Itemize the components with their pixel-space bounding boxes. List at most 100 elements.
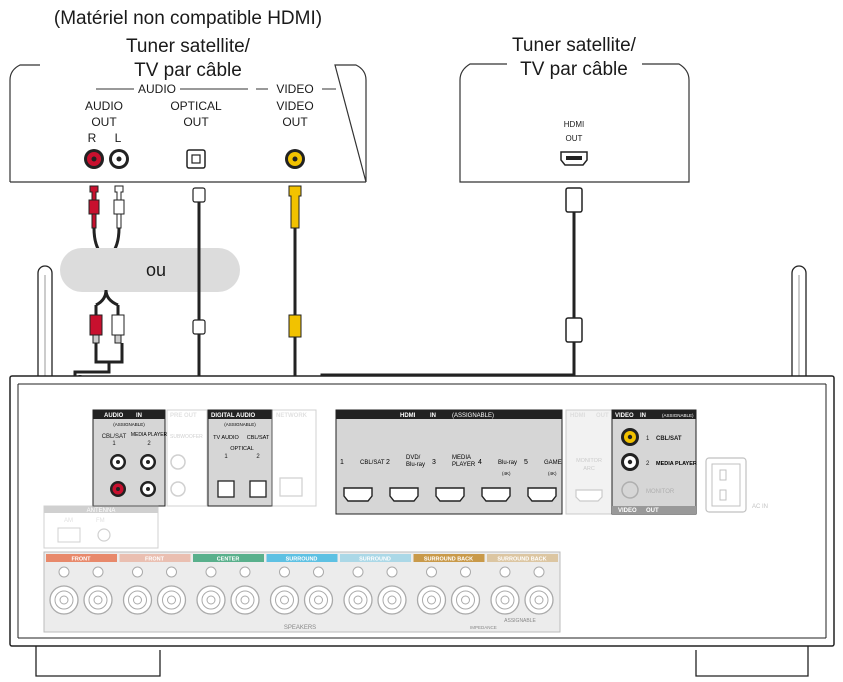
speaker-group-header-bar bbox=[340, 554, 411, 562]
digital-audio-panel: DIGITAL AUDIO (ASSIGNABLE) TV AUDIO CBL/… bbox=[207, 409, 273, 507]
speaker-terminal-icon bbox=[303, 585, 334, 615]
speaker-group-header-bar bbox=[46, 554, 117, 562]
hdmi-out-panel: HDMI OUT MONITOR ARC bbox=[565, 409, 613, 515]
speaker-terminal-icon bbox=[343, 585, 373, 615]
impedance-label: IMPEDANCE bbox=[470, 625, 497, 630]
speaker-terminal-icon bbox=[269, 585, 300, 615]
hdmi-input-3-port-icon bbox=[435, 487, 465, 502]
speaker-terminal-icon bbox=[416, 585, 447, 615]
audio-in-media-player: MEDIA PLAYER bbox=[131, 432, 168, 438]
speaker-group-label: SURROUND BACK bbox=[497, 557, 546, 563]
digital-audio-title: DIGITAL AUDIO bbox=[211, 413, 256, 419]
audio-in-cblsat: CBL/SAT bbox=[102, 434, 127, 440]
speaker-terminal-icon bbox=[83, 585, 113, 615]
speaker-terminal-icon bbox=[122, 585, 153, 615]
antenna-title: ANTENNA bbox=[87, 508, 116, 514]
hdmi-input-2-name: Blu-ray bbox=[406, 462, 425, 468]
video-in-2-num: 2 bbox=[646, 461, 650, 467]
hdmi-in-in-badge: IN bbox=[430, 413, 436, 419]
hdmi-in-title: HDMI bbox=[400, 413, 416, 419]
speaker-group-header-bar bbox=[266, 554, 338, 562]
speaker-group-label: SURROUND bbox=[359, 557, 391, 563]
speaker-terminal-icon bbox=[196, 585, 226, 615]
video-monitor-label: MONITOR bbox=[646, 489, 675, 495]
ac-in-label: AC IN bbox=[752, 504, 768, 510]
speaker-group-header-bar bbox=[193, 554, 264, 562]
speaker-assignable-label: ASSIGNABLE bbox=[504, 618, 536, 624]
video-in-2-name: MEDIA PLAYER bbox=[656, 461, 697, 467]
speaker-terminal-icon bbox=[450, 585, 481, 615]
right-device-outline bbox=[459, 63, 690, 183]
audio-in-assignable: (ASSIGNABLE) bbox=[113, 422, 145, 427]
hdmi-out-badge: OUT bbox=[596, 413, 609, 419]
right-device-title-1: Tuner satellite/ bbox=[512, 35, 637, 56]
speaker-group-header-bar bbox=[413, 554, 485, 562]
hdmi-input-1-num: 1 bbox=[340, 459, 344, 466]
optical-label: OPTICAL bbox=[230, 446, 254, 452]
hdmi-out-port-icon bbox=[560, 151, 588, 166]
av-receiver: AUDIO IN (ASSIGNABLE) CBL/SAT 1 MEDIA PL… bbox=[9, 375, 835, 677]
rca-plug-bottom-icon bbox=[89, 314, 125, 344]
tv-audio-label: TV AUDIO bbox=[213, 435, 239, 441]
digital-2: 2 bbox=[256, 454, 260, 460]
video-in-1-name: CBL/SAT bbox=[656, 436, 682, 442]
pre-out-panel: PRE OUT SUBWOOFER bbox=[166, 409, 208, 507]
video-out-label-2: OUT bbox=[282, 115, 308, 129]
pre-out-title: PRE OUT bbox=[170, 413, 197, 419]
speaker-terminal-icon bbox=[230, 585, 260, 615]
hdmi-input-2-num: 2 bbox=[386, 459, 390, 466]
ac-inlet-icon: AC IN bbox=[705, 457, 768, 513]
optical-out-port-icon bbox=[186, 149, 206, 169]
audio-in-panel: AUDIO IN (ASSIGNABLE) CBL/SAT 1 MEDIA PL… bbox=[92, 409, 168, 507]
video-in-assignable: (ASSIGNABLE) bbox=[662, 413, 694, 418]
digital-cblsat-label: CBL/SAT bbox=[247, 435, 270, 441]
hdmi-monitor-label: MONITOR bbox=[576, 458, 602, 464]
optical-out-label-1: OPTICAL bbox=[170, 99, 222, 113]
speaker-group-label: CENTER bbox=[217, 557, 240, 563]
hdmi-input-4-port-icon bbox=[481, 487, 511, 502]
speaker-terminals bbox=[49, 566, 554, 615]
hdmi-in-assignable: (ASSIGNABLE) bbox=[452, 413, 494, 419]
audio-in-2: 2 bbox=[147, 441, 151, 447]
speaker-group-label: FRONT bbox=[145, 557, 165, 563]
non-hdmi-note: (Matériel non compatible HDMI) bbox=[54, 8, 322, 29]
video-in-panel: VIDEO IN (ASSIGNABLE) 1 CBL/SAT 2 MEDIA … bbox=[611, 409, 697, 515]
hdmi-input-3-name: PLAYER bbox=[452, 462, 476, 468]
video-out-jack-icon bbox=[285, 149, 305, 169]
foot-right bbox=[695, 646, 809, 677]
speaker-group-label: FRONT bbox=[72, 557, 92, 563]
optical-in-1-port-icon bbox=[217, 480, 235, 498]
speaker-terminal-icon bbox=[490, 585, 520, 615]
hdmi-input-2-port-icon bbox=[389, 487, 419, 502]
foot-left bbox=[35, 646, 161, 677]
optical-plug-icon bbox=[192, 187, 206, 335]
antenna-panel: ANTENNA AM FM bbox=[43, 505, 159, 549]
left-device-title-2: TV par câble bbox=[134, 60, 242, 81]
optical-out-label-2: OUT bbox=[183, 115, 209, 129]
hdmi-out-label-1: HDMI bbox=[564, 120, 584, 129]
subwoofer-label: SUBWOOFER bbox=[170, 434, 203, 440]
audio-in-title: AUDIO bbox=[104, 413, 124, 419]
hdmi-input-1-port-icon bbox=[343, 487, 373, 502]
audio-in-1: 1 bbox=[112, 441, 116, 447]
left-channel-label: L bbox=[115, 131, 122, 145]
audio-out-label-2: OUT bbox=[91, 115, 117, 129]
speaker-group-header-bar bbox=[119, 554, 191, 562]
hdmi-input-1-name: CBL/SAT bbox=[360, 460, 385, 466]
hdmi-input-5-num: 5 bbox=[524, 459, 528, 466]
audio-in-in-badge: IN bbox=[136, 413, 142, 419]
speaker-terminal-icon bbox=[377, 585, 407, 615]
speaker-terminal-icon bbox=[524, 585, 554, 615]
fm-label: FM bbox=[96, 518, 105, 524]
speaker-terminal-icon bbox=[156, 585, 187, 615]
right-channel-label: R bbox=[88, 131, 97, 145]
network-title: NETWORK bbox=[276, 413, 308, 419]
right-device-title-2: TV par câble bbox=[520, 59, 628, 80]
video-in-1-num: 1 bbox=[646, 436, 650, 442]
hdmi-out-label-2: OUT bbox=[566, 134, 583, 143]
right-source-device: Tuner satellite/ TV par câble HDMI OUT bbox=[459, 35, 690, 183]
